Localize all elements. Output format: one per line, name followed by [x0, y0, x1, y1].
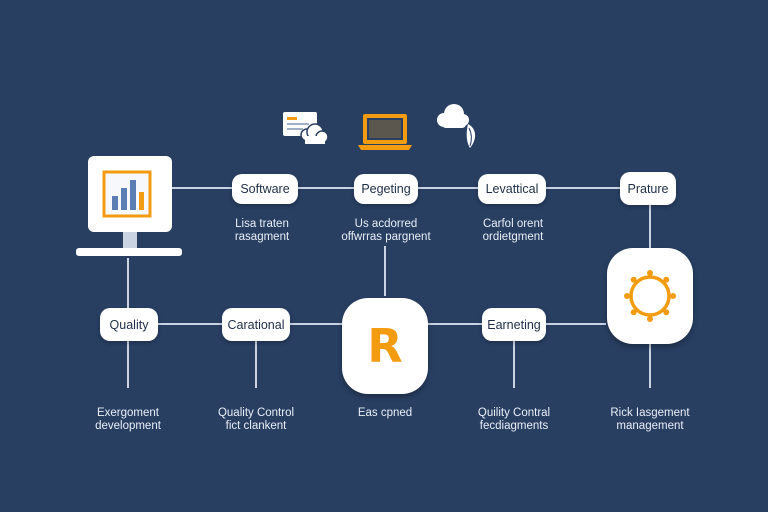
caption-row1-3: Carfol orent ordietgment [482, 218, 544, 243]
node-label: Software [240, 182, 290, 196]
node-label: Quality [109, 317, 149, 332]
node-label: Earneting [487, 317, 541, 332]
caption-row2-1: Exergoment development [95, 407, 161, 432]
node-label: Levattical [485, 182, 539, 196]
caption-row1-1: Lisa traten rasagment [234, 218, 290, 243]
document-cloud-icon [283, 112, 329, 144]
laptop-icon [358, 114, 412, 150]
node-label: Prature [627, 181, 669, 196]
node-quality[interactable]: Quality [100, 308, 158, 341]
node-r-badge[interactable]: R [342, 298, 428, 394]
node-earneting[interactable]: Earneting [482, 308, 546, 341]
cloud-leaf-icon [437, 104, 476, 148]
node-software[interactable]: Software [232, 174, 298, 204]
caption-row2-5: Rick Iasgement management [610, 407, 690, 432]
node-pegeting[interactable]: Pegeting [354, 174, 418, 204]
node-gear[interactable] [607, 248, 693, 344]
caption-row2-3: Eas cpned [357, 407, 413, 419]
node-carational[interactable]: Carational [222, 308, 290, 341]
node-label: Pegeting [361, 182, 411, 196]
caption-row2-2: Quality Control fict clankent [217, 407, 295, 432]
node-levattical[interactable]: Levattical [478, 174, 546, 204]
node-label: Carational [227, 317, 285, 332]
caption-row1-2: Us acdorred offwrras pargnent [341, 218, 431, 243]
r-badge-label: R [367, 319, 403, 373]
caption-row2-4: Quility Contral fecdiagments [477, 407, 551, 432]
node-prature[interactable]: Prature [620, 172, 676, 205]
gear-icon [624, 270, 676, 322]
monitor-chart-icon [76, 156, 182, 256]
